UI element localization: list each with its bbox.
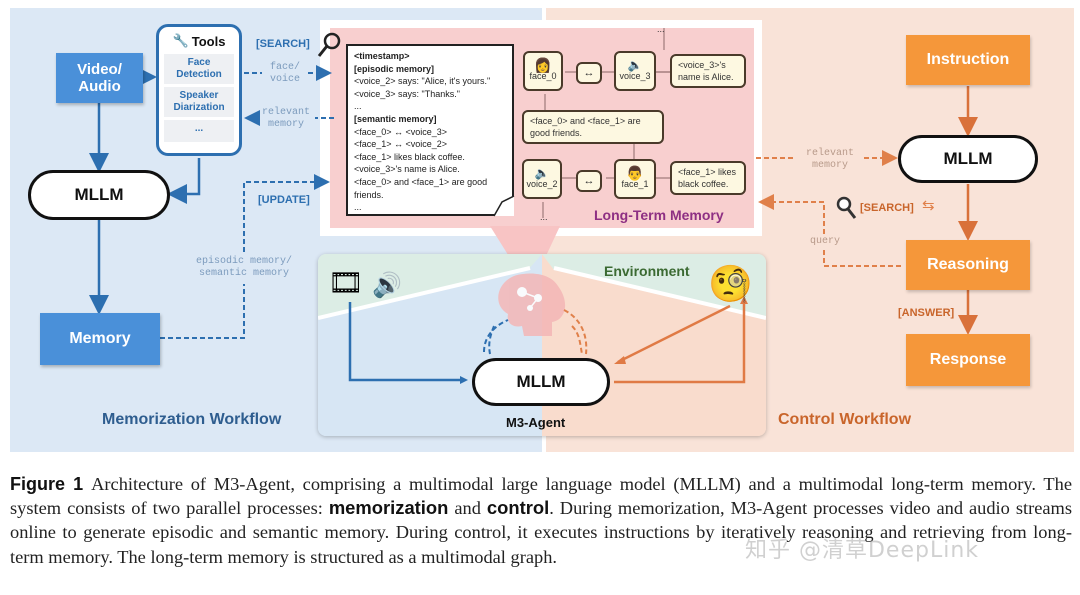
loop-arrows-icon: ⇆ <box>922 197 935 214</box>
dash-query-up <box>758 194 825 234</box>
memory-note: <timestamp> [episodic memory] <voice_2> sa… <box>346 44 514 216</box>
long-term-memory-title: Long-Term Memory <box>594 207 724 223</box>
memory-note-line: <voice_2> says: "Alice, it's yours." <box>354 76 491 87</box>
caption-keyword-control: control <box>486 497 550 519</box>
memory-note-line: <face_0> and <face_1> are good friends. <box>354 176 488 200</box>
tool-more: ... <box>164 120 234 142</box>
update-tag: [UPDATE] <box>258 194 310 206</box>
dash-update <box>243 174 330 252</box>
mllm-memorization-node: MLLM <box>28 170 170 220</box>
tool-face-detection: Face Detection <box>164 54 234 84</box>
tools-header: 🔧 Tools <box>164 31 234 51</box>
arrow-tools-to-mllm <box>167 158 201 204</box>
label-episodic-semantic: episodic memory/ semantic memory <box>195 256 292 279</box>
graph-node-face-0: 👩 face_0 <box>523 51 563 91</box>
monocle-face-icon: 🧐 <box>708 263 753 304</box>
memory-note-line: ... <box>354 202 362 213</box>
watermark: 知乎 @清草DeepLink <box>745 538 980 563</box>
graph-node-voice-3: 🔈 voice_3 <box>614 51 656 91</box>
instruction-node: Instruction <box>906 35 1030 85</box>
graph-link-voice2-face1: ↔ <box>576 170 602 192</box>
memory-note-line: <voice_3> says: "Thanks." <box>354 88 460 99</box>
memory-note-line: <face_1> likes black coffee. <box>354 151 465 162</box>
memory-note-line: [semantic memory] <box>354 113 437 124</box>
label-query: query <box>809 236 840 247</box>
memory-node: Memory <box>40 313 160 365</box>
dash-query-reasoning <box>823 250 904 267</box>
m3-agent-label: M3-Agent <box>506 415 566 430</box>
magnifier-icon <box>316 30 342 65</box>
mllm-control-node: MLLM <box>898 135 1038 183</box>
graph-ellipsis-top: ... <box>657 24 665 34</box>
man-face-icon: 👨 <box>626 165 644 181</box>
voice-2-label: voice_2 <box>526 179 558 189</box>
reasoning-node: Reasoning <box>906 240 1030 290</box>
architecture-diagram: Video/ Audio 🔧 Tools Face Detection Spea… <box>10 8 1074 452</box>
memory-note-line: <face_1> ↔ <voice_2> <box>354 139 448 150</box>
graph-link-face0-voice3: ↔ <box>576 62 602 84</box>
woman-face-icon: 👩 <box>534 57 552 73</box>
label-face-voice: face/ voice <box>269 62 300 85</box>
caption-text-2: and <box>448 498 487 519</box>
brain-head-icon <box>498 273 566 336</box>
answer-tag: [ANSWER] <box>898 307 955 319</box>
response-node: Response <box>906 334 1030 386</box>
graph-node-voice-2: 🔈 voice_2 <box>522 159 562 199</box>
graph-node-face-1: 👨 face_1 <box>614 159 656 199</box>
label-ctrl-relevant-memory: relevant memory <box>805 148 854 171</box>
speaker-icon: 🔈 <box>627 58 643 72</box>
voice-3-label: voice_3 <box>619 71 651 81</box>
memory-note-line: <face_0> ↔ <voice_3> <box>354 126 448 137</box>
graph-ellipsis-bottom: ... <box>540 212 548 222</box>
tools-title: Tools <box>191 33 226 49</box>
memory-note-line: ... <box>354 101 362 112</box>
caption-text-1: Architecture of M3-Agent, comprising a m… <box>10 474 1072 519</box>
speaker-icon: 🔊 <box>372 272 402 299</box>
mllm-agent-node: MLLM <box>472 358 610 406</box>
search-tag-control: [SEARCH] <box>860 202 914 214</box>
caption-text-3: . During memorization, M3-Agent processe… <box>10 498 1073 567</box>
magnifier-icon <box>835 195 857 226</box>
caption-keyword-memorization: memorization <box>328 497 449 519</box>
face-0-label: face_0 <box>529 71 557 81</box>
label-relevant-memory: relevant memory <box>261 107 310 130</box>
graph-fact-friends: <face_0> and <face_1> are good friends. <box>522 110 664 144</box>
graph-fact-face1-coffee: <face_1> likes black coffee. <box>670 161 746 195</box>
page-curl-icon <box>494 196 515 217</box>
control-workflow-title: Control Workflow <box>778 411 912 428</box>
memory-note-line: <timestamp> <box>354 51 410 61</box>
memory-note-line: <voice_3>'s name is Alice. <box>354 164 460 175</box>
film-icon: 🎞 <box>328 267 364 298</box>
search-tag-memorization: [SEARCH] <box>256 38 310 50</box>
dash-memory-up <box>160 284 245 339</box>
tools-panel: 🔧 Tools Face Detection Speaker Diarizati… <box>156 24 242 156</box>
face-1-label: face_1 <box>621 179 649 189</box>
tool-speaker-diarization: Speaker Diarization <box>164 87 234 117</box>
speaker-icon: 🔈 <box>534 166 550 180</box>
figure-label: Figure 1 <box>10 474 84 494</box>
environment-title: Environment <box>604 263 690 279</box>
memory-note-line: [episodic memory] <box>354 63 435 74</box>
graph-fact-voice3-name: <voice_3>'s name is Alice. <box>670 54 746 88</box>
video-audio-node: Video/ Audio <box>56 53 143 103</box>
memory-note-lines: <timestamp> [episodic memory] <voice_2> sa… <box>354 50 506 214</box>
wrench-icon: 🔧 <box>172 33 189 48</box>
memorization-workflow-title: Memorization Workflow <box>102 411 282 428</box>
